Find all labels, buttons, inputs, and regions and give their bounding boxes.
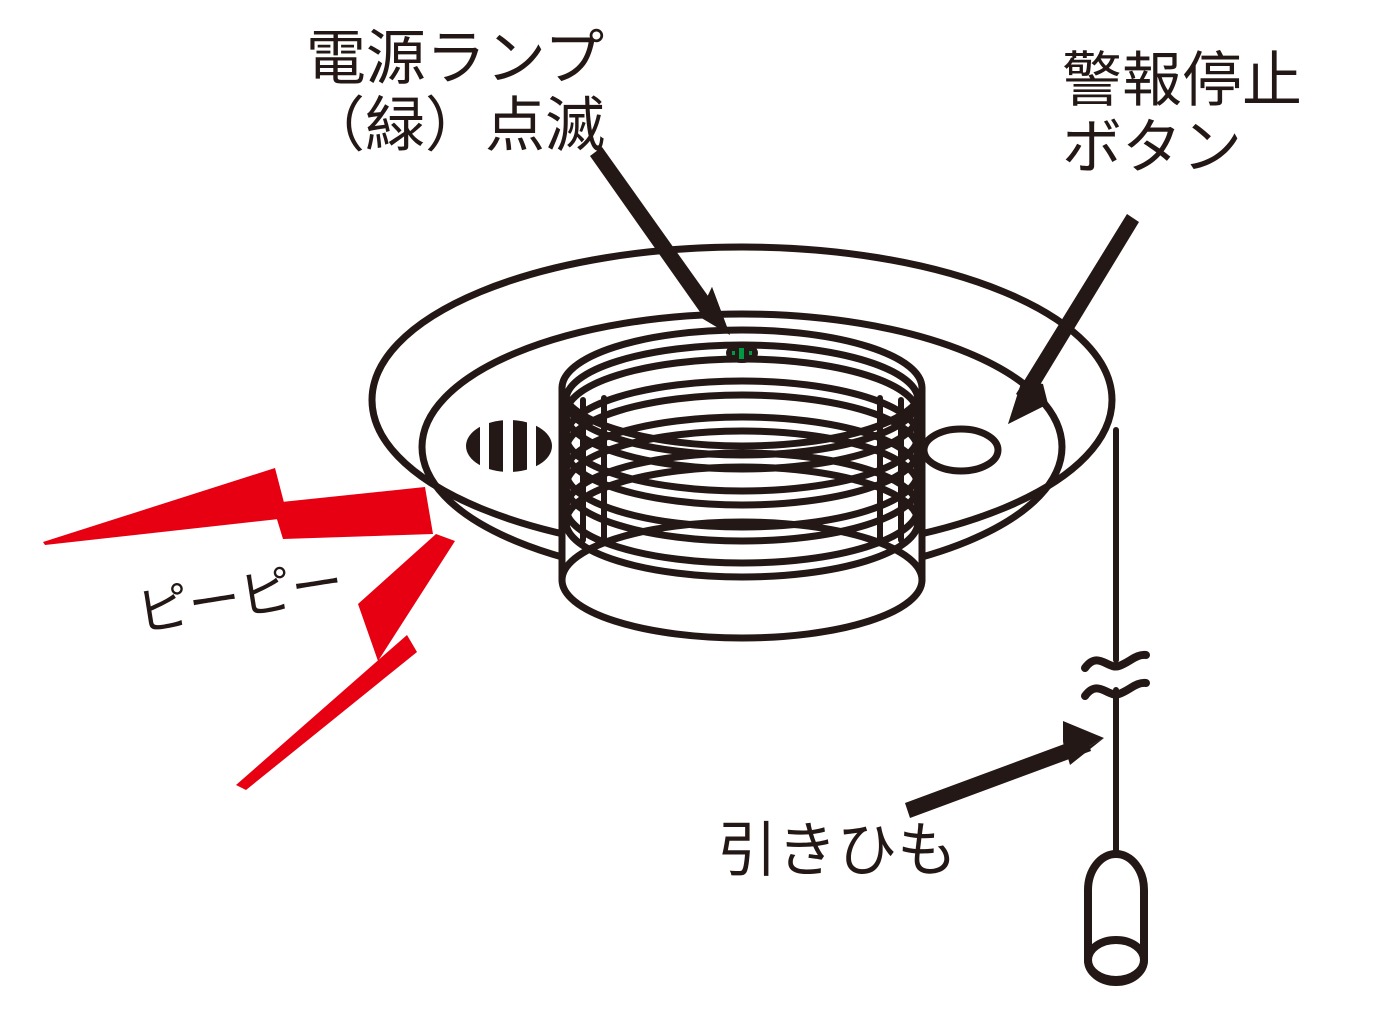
cord-break-symbol bbox=[1081, 650, 1150, 700]
label-pull-cord: 引きひも bbox=[717, 816, 957, 886]
alarm-stop-button[interactable] bbox=[920, 425, 1002, 475]
detector-sensor-chamber bbox=[558, 326, 926, 642]
arrow-power-lamp bbox=[590, 147, 730, 335]
label-power-lamp: 電源ランプ （緑）点滅 bbox=[305, 24, 605, 162]
label-alarm-stop-button: 警報停止 ボタン bbox=[1062, 46, 1302, 184]
speaker-grille bbox=[460, 410, 560, 485]
arrow-alarm-stop bbox=[1008, 214, 1139, 424]
arrow-pull-cord bbox=[905, 721, 1104, 818]
alarm-sound-waves bbox=[43, 468, 455, 790]
pull-cord-handle[interactable] bbox=[1084, 850, 1148, 986]
power-lamp-indicator bbox=[726, 343, 758, 363]
